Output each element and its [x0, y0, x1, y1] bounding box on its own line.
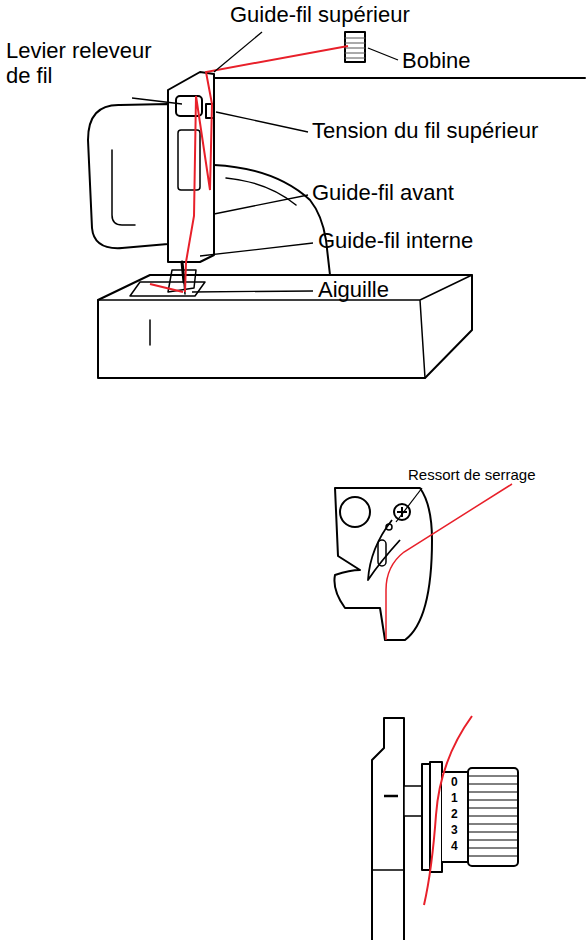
part-label: Ressort de serrage — [408, 466, 536, 483]
spool-winding — [345, 38, 365, 58]
leader-line — [216, 112, 308, 132]
dial-knob — [468, 768, 518, 866]
dial-number: 4 — [451, 840, 458, 854]
leader-line — [368, 48, 398, 60]
knob-ridges — [468, 776, 518, 856]
part-label: Guide-fil supérieur — [230, 2, 410, 27]
head-cover — [88, 104, 168, 248]
part-label: Levier releveur de fil — [6, 38, 171, 89]
clamp-spring — [368, 520, 400, 580]
thread — [424, 716, 472, 905]
tension-shaft — [404, 786, 422, 816]
part-label: Aiguille — [318, 277, 389, 302]
dial-number: 3 — [451, 824, 458, 838]
part-label: Guide-fil interne — [318, 228, 473, 253]
tension-disc — [422, 764, 430, 870]
leader-line — [192, 291, 313, 292]
dial-marker — [384, 795, 398, 798]
leader-line — [214, 195, 308, 214]
bed-detail — [149, 320, 151, 345]
tension-post — [372, 718, 404, 940]
bed-edges — [98, 275, 472, 378]
thread — [185, 46, 348, 292]
head-plate — [178, 130, 200, 190]
dial-number: 2 — [451, 808, 458, 822]
leader-line — [396, 488, 422, 522]
needle-bar — [182, 262, 184, 282]
part-label: Tension du fil supérieur — [312, 118, 538, 143]
part-label: Bobine — [402, 48, 471, 73]
arm-top-line — [210, 77, 585, 79]
dial-face — [442, 772, 468, 862]
machine-bed — [98, 275, 472, 378]
screw-cross — [397, 507, 407, 517]
dial-number: 1 — [451, 792, 458, 806]
leader-line — [200, 243, 313, 256]
clamp-plate — [334, 488, 432, 640]
cover-detail — [112, 150, 135, 225]
leader-line — [214, 32, 262, 72]
clamp-hole — [340, 497, 370, 527]
thread-tail — [150, 284, 183, 292]
thread — [386, 484, 512, 640]
arm-detail — [226, 178, 296, 205]
dial-number: 0 — [451, 776, 458, 790]
leader-line — [132, 98, 182, 104]
post-detail — [372, 869, 404, 871]
part-label: Guide-fil avant — [312, 180, 454, 205]
